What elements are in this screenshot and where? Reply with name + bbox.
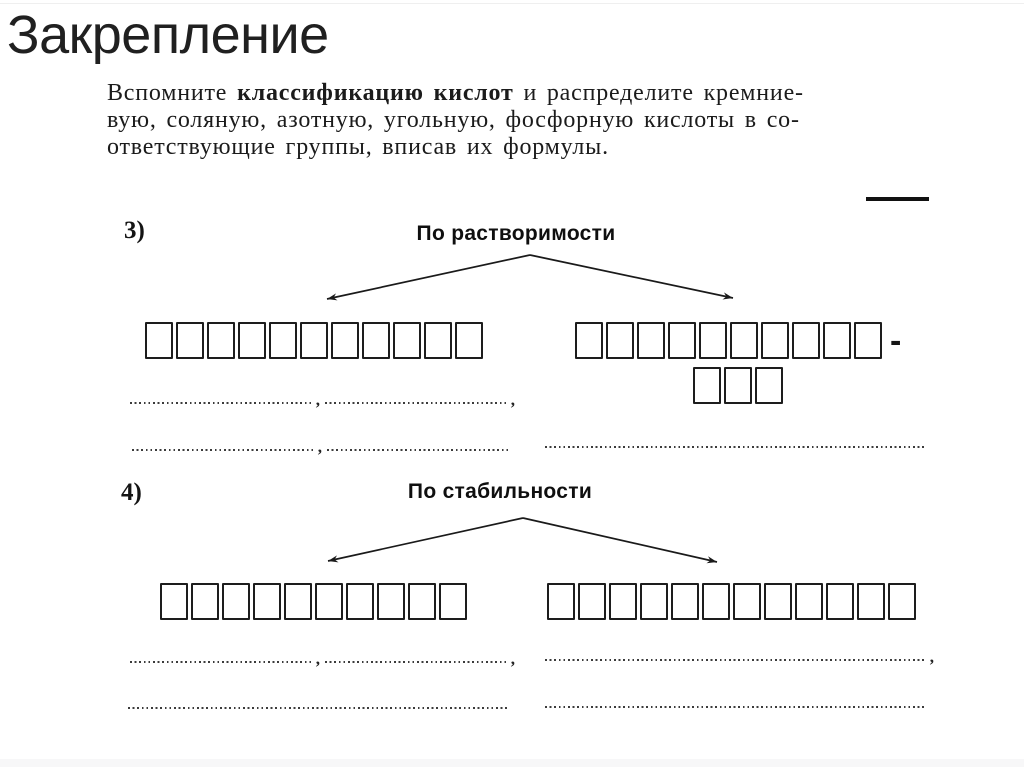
letter-box — [761, 322, 789, 359]
letter-box — [222, 583, 250, 620]
letter-box-row — [145, 322, 483, 359]
section-4-right-write-line-2 — [545, 706, 925, 708]
letter-box — [176, 322, 204, 359]
section-3-right-write-line-1 — [545, 446, 925, 448]
letter-box — [606, 322, 634, 359]
letter-box — [207, 322, 235, 359]
letter-box — [284, 583, 312, 620]
section-4-right-write-line-1: , — [545, 648, 934, 665]
section-3-number: 3) — [124, 217, 145, 244]
letter-box — [637, 322, 665, 359]
letter-box — [730, 322, 758, 359]
letter-box — [671, 583, 699, 620]
write-line — [545, 706, 925, 708]
comma-mark: , — [315, 649, 320, 668]
letter-box — [346, 583, 374, 620]
instruction-text: Вспомните классификацию кислот и распред… — [107, 80, 927, 161]
branch-arrows-icon — [327, 517, 718, 564]
write-line: , — [130, 391, 320, 408]
letter-box — [857, 583, 885, 620]
letter-box — [455, 322, 483, 359]
letter-box — [191, 583, 219, 620]
letter-box — [826, 583, 854, 620]
comma-mark: , — [317, 437, 322, 456]
section-4-number: 4) — [121, 479, 142, 506]
write-line — [128, 707, 508, 709]
short-rule — [866, 197, 929, 201]
comma-mark: , — [510, 649, 515, 668]
slide-title: Закрепление — [7, 5, 329, 65]
section-3-left-letter-boxes — [145, 322, 483, 359]
letter-box-row — [160, 583, 467, 620]
write-line — [545, 446, 925, 448]
write-line: , — [325, 391, 515, 408]
comma-mark: , — [315, 390, 320, 409]
section-3-heading: По растворимости — [416, 222, 616, 245]
section-3-right-letter-boxes: - — [575, 322, 901, 404]
letter-box — [547, 583, 575, 620]
letter-box — [795, 583, 823, 620]
letter-box — [764, 583, 792, 620]
section-4-left-write-line-2 — [128, 707, 508, 709]
instruction-line-1-post: и распределите кремние- — [513, 80, 804, 106]
comma-mark: , — [929, 647, 934, 666]
instruction-line-1-bold: классификацию кислот — [237, 80, 514, 106]
letter-box — [300, 322, 328, 359]
write-line: , — [130, 650, 320, 667]
letter-box — [160, 583, 188, 620]
letter-box — [609, 583, 637, 620]
letter-box-row: - — [575, 322, 901, 359]
write-line: , — [545, 648, 934, 665]
instruction-line-3: ответствующие группы, вписав их формулы. — [107, 134, 609, 160]
section-4-heading: По стабильности — [407, 480, 593, 503]
letter-box — [699, 322, 727, 359]
letter-box-row — [547, 583, 916, 620]
instruction-line-2: вую, соляную, азотную, угольную, фосфорн… — [107, 107, 800, 133]
letter-box — [724, 367, 753, 404]
letter-box — [888, 583, 916, 620]
letter-box — [238, 322, 266, 359]
letter-box — [408, 583, 436, 620]
letter-box — [640, 583, 668, 620]
letter-box — [331, 322, 359, 359]
letter-box — [702, 583, 730, 620]
write-line: , — [325, 650, 515, 667]
letter-box — [578, 583, 606, 620]
hyphen-mark: - — [890, 321, 902, 360]
instruction-line-1: Вспомните классификацию кислот и распред… — [107, 80, 927, 107]
letter-box — [823, 322, 851, 359]
letter-box — [269, 322, 297, 359]
letter-box — [424, 322, 452, 359]
letter-box — [393, 322, 421, 359]
write-line: , — [132, 438, 322, 455]
letter-box-row — [693, 367, 784, 404]
top-divider — [0, 3, 1024, 4]
section-4-right-letter-boxes — [547, 583, 916, 620]
instruction-line-1-pre: Вспомните — [107, 80, 238, 106]
section-3-left-write-line-2: , — [132, 438, 508, 455]
letter-box — [315, 583, 343, 620]
letter-box — [145, 322, 173, 359]
letter-box — [377, 583, 405, 620]
section-4-left-letter-boxes — [160, 583, 467, 620]
letter-box — [733, 583, 761, 620]
write-line — [327, 449, 508, 451]
bottom-strip — [0, 759, 1024, 767]
comma-mark: , — [510, 390, 515, 409]
letter-box — [362, 322, 390, 359]
letter-box — [854, 322, 882, 359]
section-3-left-write-line-1: ,, — [130, 391, 515, 408]
letter-box — [668, 322, 696, 359]
branch-arrows-icon — [326, 254, 734, 301]
letter-box — [253, 583, 281, 620]
letter-box — [792, 322, 820, 359]
letter-box — [693, 367, 722, 404]
section-4-left-write-line-1: ,, — [130, 650, 515, 667]
letter-box — [755, 367, 784, 404]
letter-box — [439, 583, 467, 620]
letter-box — [575, 322, 603, 359]
